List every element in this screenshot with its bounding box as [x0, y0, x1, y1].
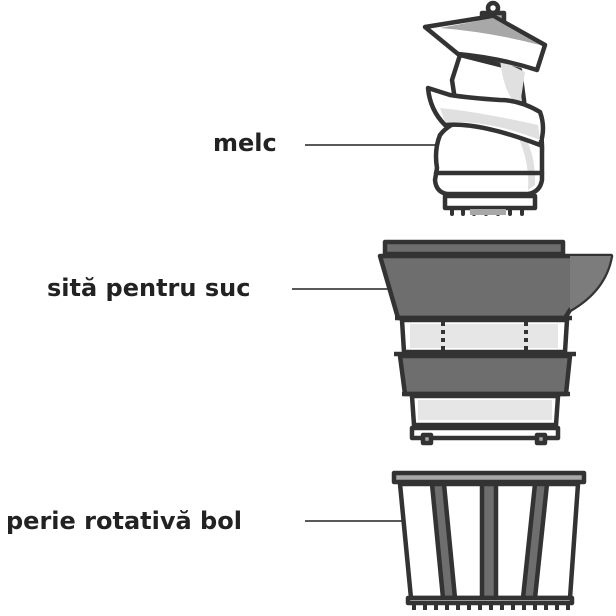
auger-label: melc [213, 129, 277, 157]
juice-screen-label: sită pentru suc [47, 274, 251, 302]
rotating-brush-illustration [391, 470, 587, 610]
juice-screen-illustration [377, 239, 614, 446]
rotating-brush-label: perie rotativă bol [6, 507, 242, 535]
auger-illustration [422, 0, 548, 216]
